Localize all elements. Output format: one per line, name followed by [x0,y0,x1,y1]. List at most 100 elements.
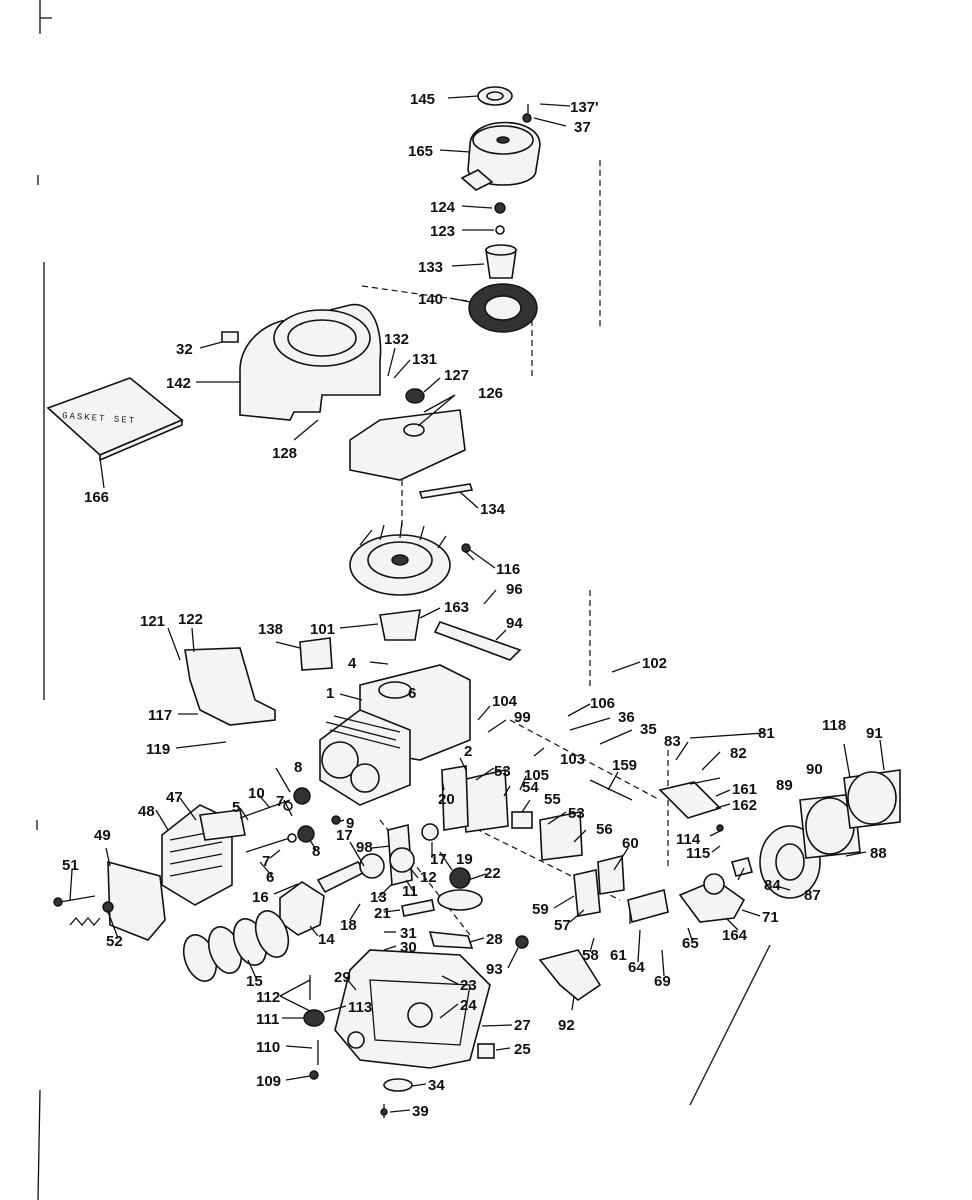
leader-lines [69,95,885,1113]
callout-140: 140 [418,291,443,308]
callout-48: 48 [138,803,155,820]
callout-27: 27 [514,1017,531,1034]
callout-117: 117 [148,707,172,724]
callout-119: 119 [146,741,170,758]
breather-part-55 [511,811,533,829]
callout-91: 91 [866,725,883,742]
fuel-tank [349,388,474,499]
cylinder-shroud [184,647,276,726]
callout-22: 22 [484,865,501,882]
blower-housing [221,304,382,421]
oil-pump-28 [428,931,474,949]
callout-28: 28 [486,931,503,948]
callout-128: 128 [272,445,297,462]
callout-52: 52 [106,933,123,950]
callout-161: 161 [732,781,757,798]
callout-9: 9 [346,815,354,832]
callout-105: 105 [524,767,549,784]
air-filter [759,769,901,899]
callout-162: 162 [732,797,757,814]
callout-109: 109 [256,1073,281,1090]
callout-132: 132 [384,331,409,348]
callout-58: 58 [582,947,599,964]
callout-90: 90 [806,761,823,778]
callout-24: 24 [460,997,477,1014]
ignition-coil [379,609,421,641]
callout-138: 138 [258,621,283,638]
callout-55: 55 [544,791,561,808]
callout-21: 21 [374,905,391,922]
callout-8b: 8 [312,843,320,860]
callout-118: 118 [822,717,846,734]
callout-13: 13 [370,889,387,906]
callout-165: 165 [408,143,433,160]
callout-23: 23 [460,977,477,994]
callout-54: 54 [522,779,539,796]
callout-20: 20 [438,791,455,808]
callout-32: 32 [176,341,193,358]
callout-29: 29 [334,969,351,986]
callout-99: 99 [514,709,531,726]
callout-8a: 8 [294,759,302,776]
callout-17a: 17 [336,827,353,844]
callout-51: 51 [62,857,79,874]
callout-6: 6 [408,685,416,702]
callout-98: 98 [356,839,373,856]
valves [239,787,341,853]
gasket-set-box: GASKET SET [46,377,184,462]
callout-36: 36 [618,709,635,726]
callout-137: 137' [570,99,599,116]
callout-14: 14 [318,931,335,948]
crankcase-cover [334,949,491,1118]
callout-121: 121 [140,613,165,630]
callout-114: 114 [676,831,701,848]
callout-87: 87 [804,887,821,904]
callout-53b: 53 [568,805,585,822]
callout-16: 16 [252,889,269,906]
callout-61: 61 [610,947,627,964]
callout-103: 103 [560,751,585,768]
callout-11: 11 [402,883,418,900]
shroud-plate [299,637,333,671]
gasket-20 [441,765,469,831]
callout-126: 126 [478,385,503,402]
callout-89: 89 [776,777,793,794]
callout-64: 64 [628,959,645,976]
callout-2: 2 [464,743,472,760]
callout-134: 134 [480,501,506,518]
callout-127: 127 [444,367,469,384]
flywheel [349,521,475,641]
callout-84: 84 [764,877,781,894]
control-parts [573,777,724,924]
callout-88: 88 [870,845,887,862]
callout-123: 123 [430,223,455,240]
callout-94: 94 [506,615,523,632]
callout-35: 35 [640,721,657,738]
callout-104: 104 [492,693,518,710]
callout-112: 112 [256,989,280,1006]
callout-83: 83 [664,733,681,750]
bolt-51 [53,895,96,907]
callout-49: 49 [94,827,111,844]
callout-15: 15 [246,973,263,990]
callout-4: 4 [348,655,357,672]
callout-30: 30 [400,939,417,956]
callout-5: 5 [232,799,240,816]
callout-166: 166 [84,489,109,506]
brake-band [433,621,522,661]
callout-59: 59 [532,901,549,918]
head-bracket [107,860,166,941]
callout-10: 10 [248,785,265,802]
carburetor [678,857,753,923]
callout-92: 92 [558,1017,575,1034]
starter-handle [460,169,494,191]
callout-93: 93 [486,961,503,978]
callout-53a: 53 [494,763,511,780]
callout-17b: 17 [430,851,447,868]
callout-60: 60 [622,835,639,852]
callout-96: 96 [506,581,523,598]
crankshaft-group [316,823,483,917]
callout-111: 111 [256,1011,279,1028]
callout-163: 163 [444,599,469,616]
